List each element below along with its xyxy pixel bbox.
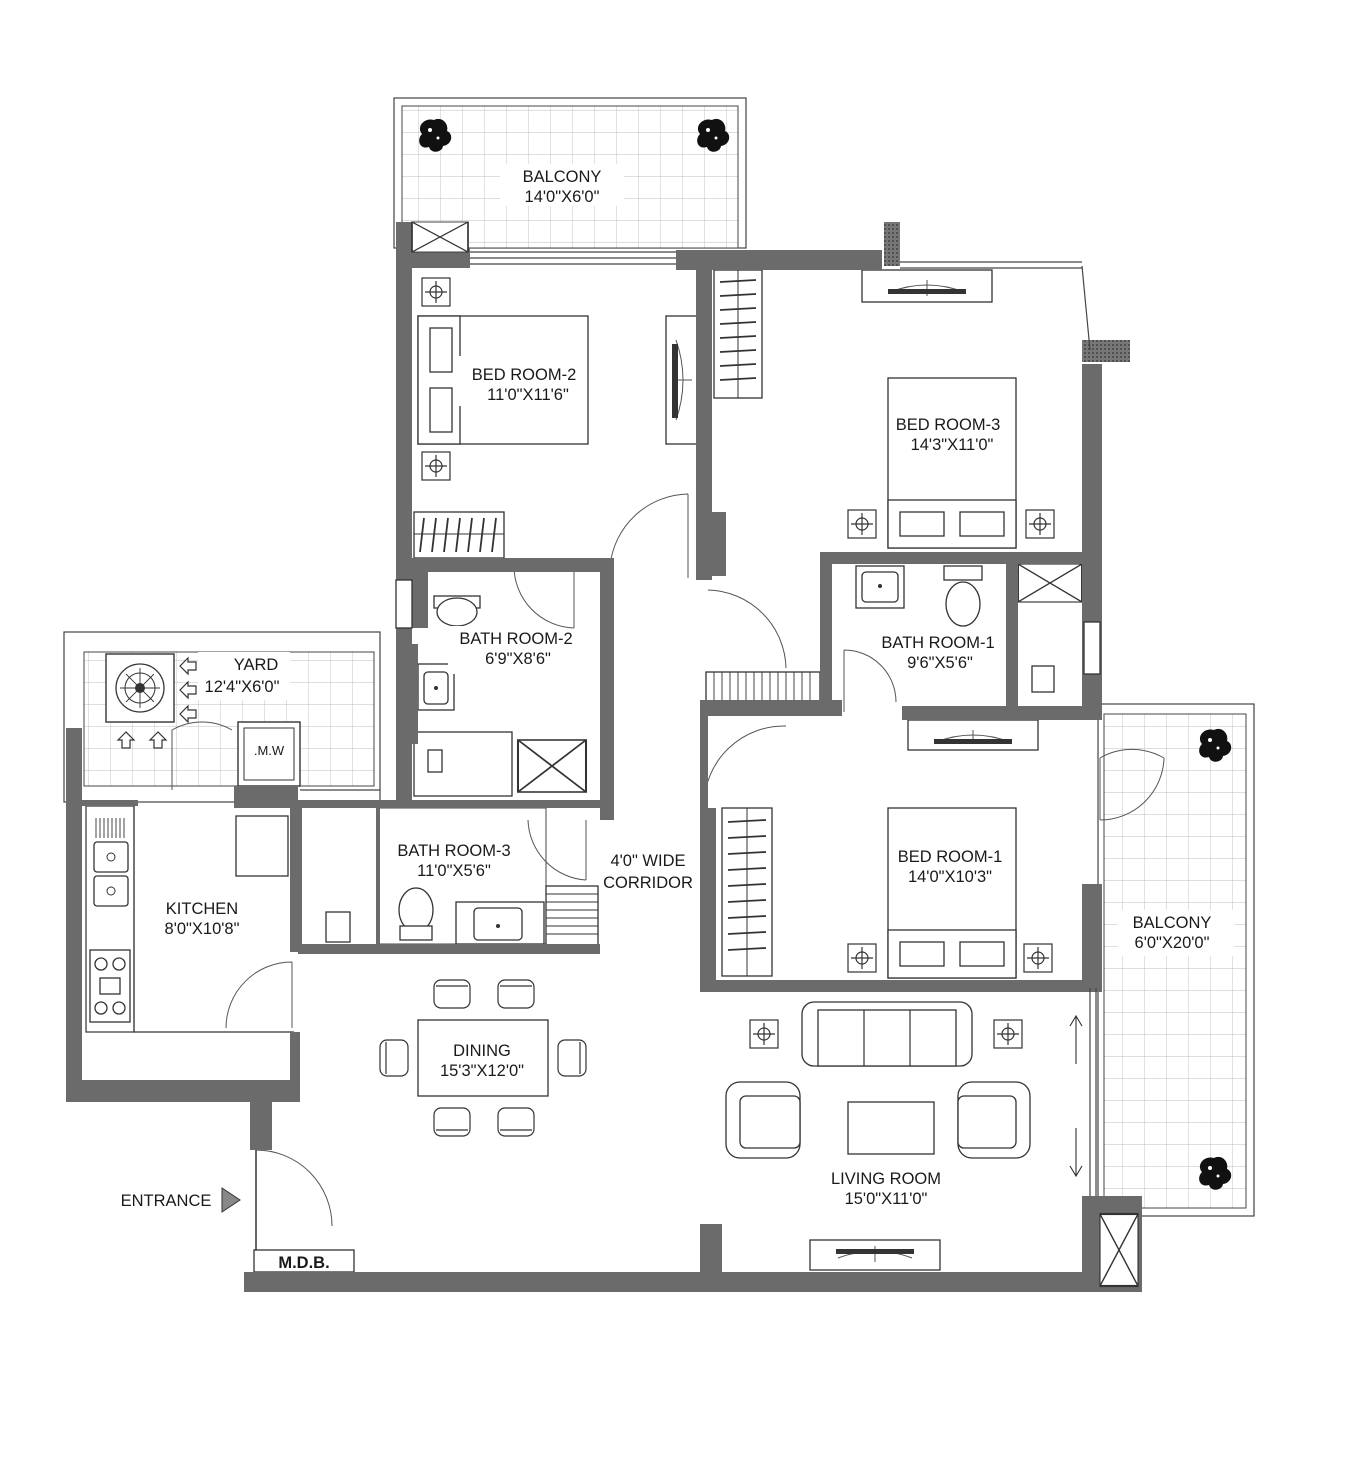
bedside-lamp-icon xyxy=(847,509,877,539)
washbasin-icon xyxy=(855,565,905,609)
tv-unit-icon xyxy=(665,315,699,445)
sofa-icon xyxy=(801,1001,973,1067)
bedroom-3-size: 14'3"X11'0" xyxy=(911,436,994,454)
windows xyxy=(300,251,1097,1196)
corridor: 4'0" WIDE CORRIDOR xyxy=(600,850,696,894)
bedside-lamp-icon xyxy=(1025,509,1055,539)
hob-icon xyxy=(89,949,131,1023)
bathroom-1-name: BATH ROOM-1 xyxy=(881,634,994,652)
bedside-lamp-icon xyxy=(749,1019,779,1049)
sink-icon xyxy=(93,818,129,907)
shaft-icon xyxy=(1017,563,1083,603)
bathroom-1-size: 9'6"X5'6" xyxy=(907,654,973,672)
bathroom-2-size: 6'9"X8'6" xyxy=(485,650,551,668)
dining-chair-icon xyxy=(433,1107,471,1137)
airflow-arrows xyxy=(116,656,197,749)
dining-chair-icon xyxy=(433,979,471,1009)
armchair-icon xyxy=(725,1081,801,1159)
living-size: 15'0"X11'0" xyxy=(845,1190,928,1208)
balcony-top-name: BALCONY xyxy=(523,168,602,186)
bathroom-3-size: 11'0"X5'6" xyxy=(417,862,491,880)
shaft-icon xyxy=(516,738,588,794)
bathroom-2-name: BATH ROOM-2 xyxy=(459,630,572,648)
dining-chair-icon xyxy=(497,1107,535,1137)
walls xyxy=(66,222,1142,1292)
armchair-icon xyxy=(957,1081,1031,1159)
corridor-line1: 4'0" WIDE xyxy=(610,852,685,870)
bedroom-1-name: BED ROOM-1 xyxy=(898,848,1003,866)
wardrobe-icon xyxy=(413,511,505,559)
bedroom-1-size: 14'0"X10'3" xyxy=(908,868,992,886)
dining-size: 15'3"X12'0" xyxy=(440,1062,524,1080)
bedside-lamp-icon xyxy=(847,943,877,973)
bedside-lamp-icon xyxy=(1023,943,1053,973)
balcony-right-size: 6'0"X20'0" xyxy=(1135,934,1210,952)
balcony-top-size: 14'0"X6'0" xyxy=(525,188,600,206)
wardrobe-icon xyxy=(721,807,773,977)
bedside-lamp-icon xyxy=(993,1019,1023,1049)
kitchen-name: KITCHEN xyxy=(166,900,238,918)
mw-label: .M.W xyxy=(254,743,285,758)
bedroom-1: BED ROOM-1 14'0"X10'3" xyxy=(721,719,1053,979)
bedroom-3-name: BED ROOM-3 xyxy=(896,416,1001,434)
dining-chair-icon xyxy=(557,1039,587,1077)
bathroom-1: BATH ROOM-1 9'6"X5'6" xyxy=(855,563,1083,693)
washbasin-icon xyxy=(455,901,545,945)
wardrobe-icon xyxy=(713,269,763,399)
kitchen-size: 8'0"X10'8" xyxy=(165,920,240,938)
tv-unit-icon xyxy=(809,1239,941,1271)
shaft-icon xyxy=(411,221,469,253)
toilet-icon xyxy=(943,565,983,627)
yard-name: YARD xyxy=(234,656,279,674)
entrance: ENTRANCE M.D.B. xyxy=(121,1149,355,1273)
balcony-right-name: BALCONY xyxy=(1133,914,1212,932)
washing-machine-icon: .M.W xyxy=(237,721,301,787)
toilet-icon xyxy=(433,595,481,627)
bathroom-3-name: BATH ROOM-3 xyxy=(397,842,510,860)
yard: YARD 12'4"X6'0" .M.W xyxy=(63,631,381,803)
bedroom-2-size: 11'0"X11'6" xyxy=(487,386,569,404)
toilet-icon xyxy=(398,887,434,941)
dining: DINING 15'3"X12'0" xyxy=(379,979,587,1137)
bedside-lamp-icon xyxy=(421,277,451,307)
balcony-right: BALCONY 6'0"X20'0" xyxy=(1097,703,1255,1217)
bedroom-2-name: BED ROOM-2 xyxy=(472,366,577,384)
living-room: LIVING ROOM 15'0"X11'0" xyxy=(725,1001,1083,1271)
corridor-line2: CORRIDOR xyxy=(603,874,693,892)
yard-size: 12'4"X6'0" xyxy=(205,678,280,696)
bedroom-2: BED ROOM-2 11'0"X11'6" xyxy=(413,277,699,559)
dining-chair-icon xyxy=(379,1039,409,1077)
mdb-label: M.D.B. xyxy=(278,1254,329,1272)
bedroom-3: BED ROOM-3 14'3"X11'0" xyxy=(713,269,1055,549)
tv-unit-icon xyxy=(861,269,993,303)
bathroom-3: BATH ROOM-3 11'0"X5'6" xyxy=(325,807,547,945)
tv-unit-icon xyxy=(907,719,1039,751)
entrance-arrow-icon xyxy=(221,1187,241,1213)
bedside-lamp-icon xyxy=(421,451,451,481)
bathroom-2: BATH ROOM-2 6'9"X8'6" xyxy=(413,595,588,797)
step-icon xyxy=(545,885,599,947)
kitchen: KITCHEN 8'0"X10'8" xyxy=(85,805,294,1033)
shaft-icon xyxy=(1098,1212,1140,1288)
living-name: LIVING ROOM xyxy=(831,1170,941,1188)
ac-unit-icon xyxy=(105,653,175,723)
dining-chair-icon xyxy=(497,979,535,1009)
entrance-label: ENTRANCE xyxy=(121,1192,212,1210)
dining-name: DINING xyxy=(453,1042,511,1060)
